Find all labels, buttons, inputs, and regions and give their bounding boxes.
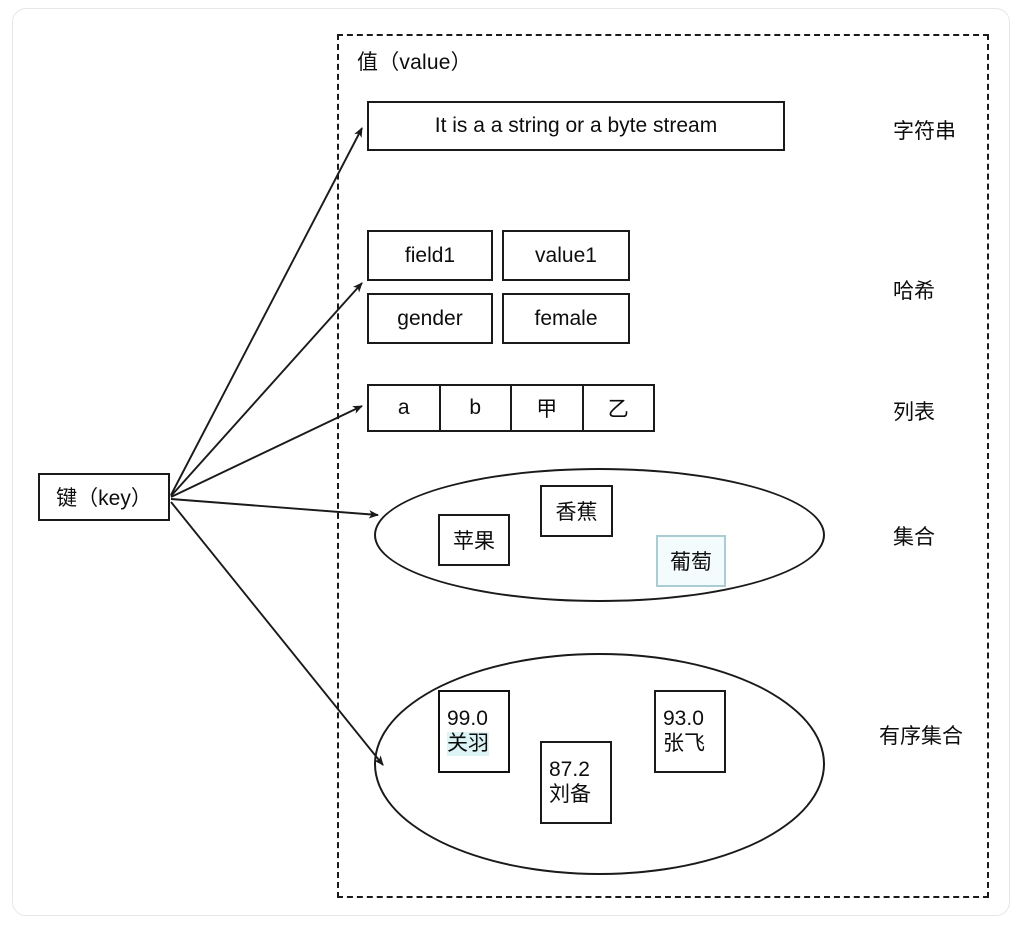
list-item-label: b [469, 396, 482, 419]
set-member-label: 葡萄 [670, 551, 712, 574]
hash-value-cell[interactable]: value1 [502, 230, 630, 281]
list-item[interactable]: 乙 [584, 386, 654, 430]
sorted-set-container-ellipse [374, 653, 825, 875]
list-item[interactable]: b [441, 386, 512, 430]
list-item[interactable]: 甲 [512, 386, 584, 430]
sorted-set-member[interactable]: 99.0 关羽 [438, 690, 510, 773]
list-item-label: a [397, 396, 410, 419]
list-item-label: 甲 [536, 398, 558, 421]
type-label-set: 集合 [893, 526, 935, 549]
set-member-label: 香蕉 [555, 501, 598, 524]
type-label-sorted-set: 有序集合 [879, 725, 963, 748]
hash-field-cell[interactable]: gender [367, 293, 493, 344]
set-member-label: 苹果 [453, 530, 495, 553]
key-node-label: 键（key） [56, 487, 152, 510]
sorted-set-member[interactable]: 93.0 张飞 [654, 690, 726, 773]
list-value-strip[interactable]: a b 甲 乙 [367, 384, 655, 432]
type-label-list: 列表 [893, 401, 935, 424]
set-member[interactable]: 苹果 [438, 514, 510, 566]
set-container-ellipse [374, 468, 825, 602]
string-value-text: It is a a string or a byte stream [434, 114, 718, 137]
hash-field-text: field1 [404, 243, 456, 267]
sorted-set-member-name: 张飞 [663, 731, 705, 755]
sorted-set-member-name: 关羽 [447, 731, 489, 756]
sorted-set-member[interactable]: 87.2 刘备 [540, 741, 612, 824]
key-node[interactable]: 键（key） [38, 473, 170, 521]
hash-value-text: value1 [535, 243, 597, 267]
string-value-box[interactable]: It is a a string or a byte stream [367, 101, 785, 151]
set-member[interactable]: 葡萄 [656, 535, 726, 587]
sorted-set-member-score: 99.0 [447, 707, 488, 731]
hash-field-text: gender [397, 306, 463, 330]
sorted-set-member-score: 93.0 [663, 707, 704, 731]
hash-value-cell[interactable]: female [502, 293, 630, 344]
hash-value-text: female [534, 306, 598, 330]
type-label-string: 字符串 [893, 120, 956, 143]
value-region-title: 值（value） [357, 51, 472, 74]
type-label-hash: 哈希 [893, 280, 935, 303]
list-item-label: 乙 [607, 398, 629, 421]
sorted-set-member-name: 刘备 [549, 782, 591, 806]
hash-field-cell[interactable]: field1 [367, 230, 493, 281]
list-item[interactable]: a [369, 386, 441, 430]
sorted-set-member-score: 87.2 [549, 758, 590, 782]
set-member[interactable]: 香蕉 [540, 485, 613, 537]
